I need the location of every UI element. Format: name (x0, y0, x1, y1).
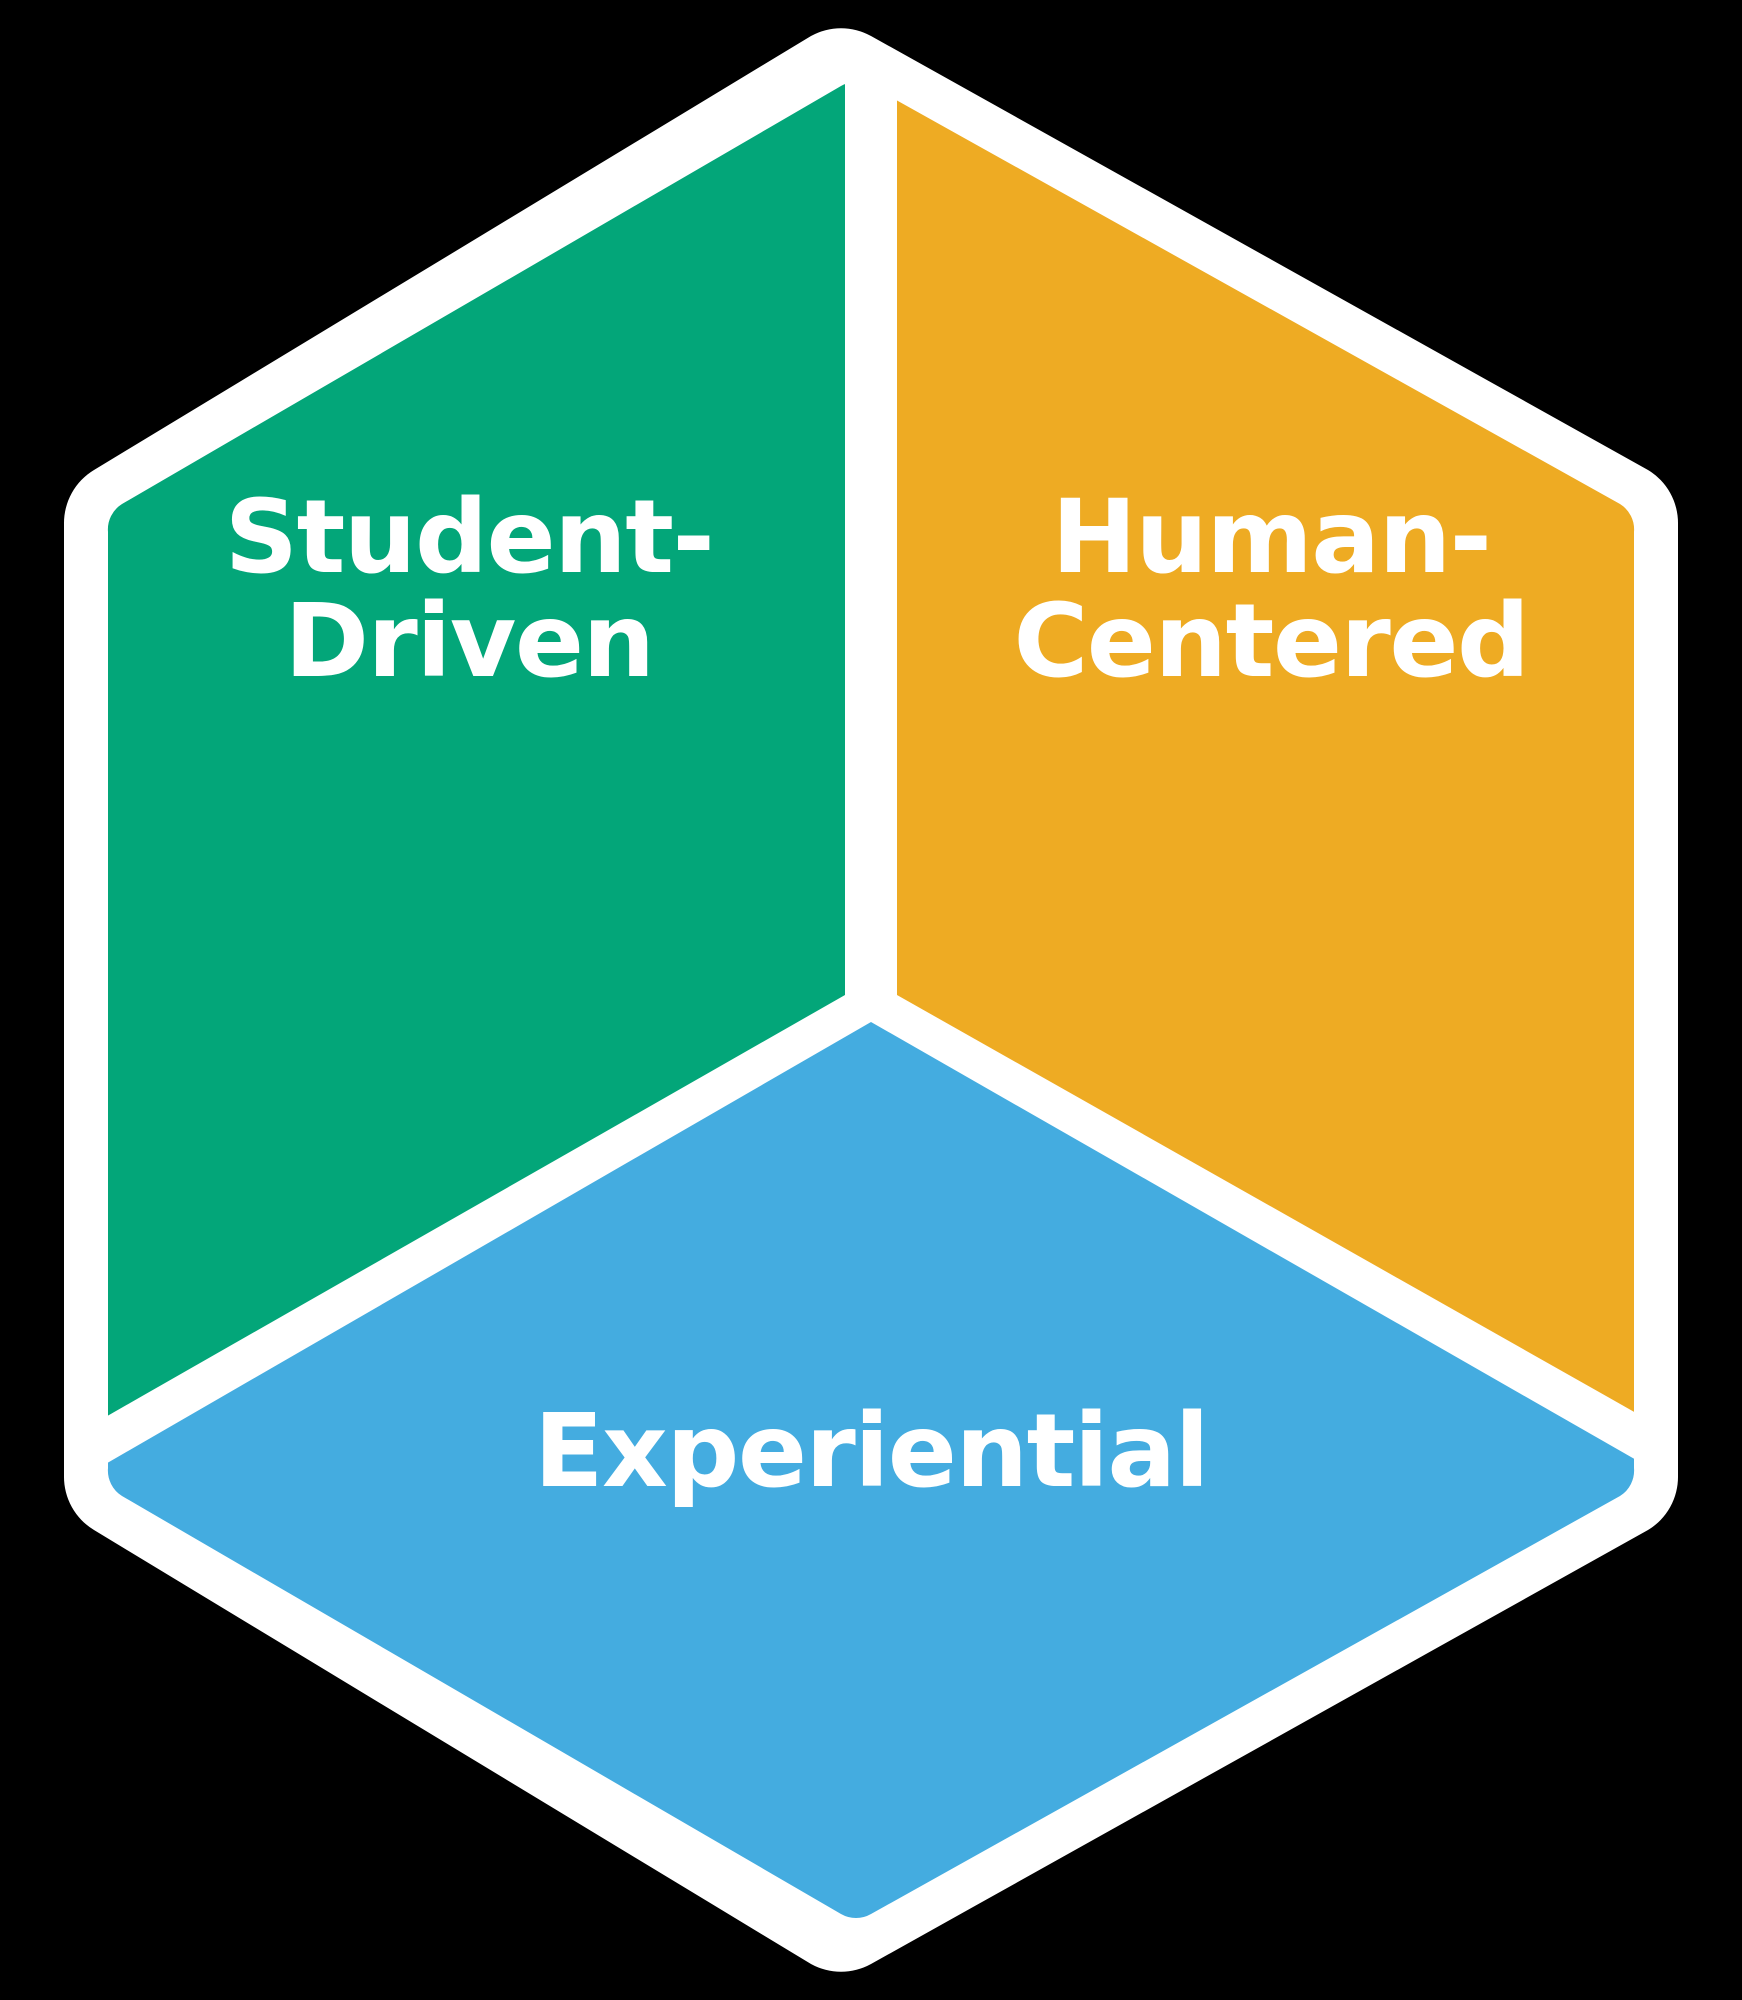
segment-label-experiential: Experiential (533, 1392, 1210, 1511)
segment-label-student-driven: Student- Driven (224, 478, 715, 702)
segment-label-human-centered: Human- Centered (1013, 478, 1530, 702)
